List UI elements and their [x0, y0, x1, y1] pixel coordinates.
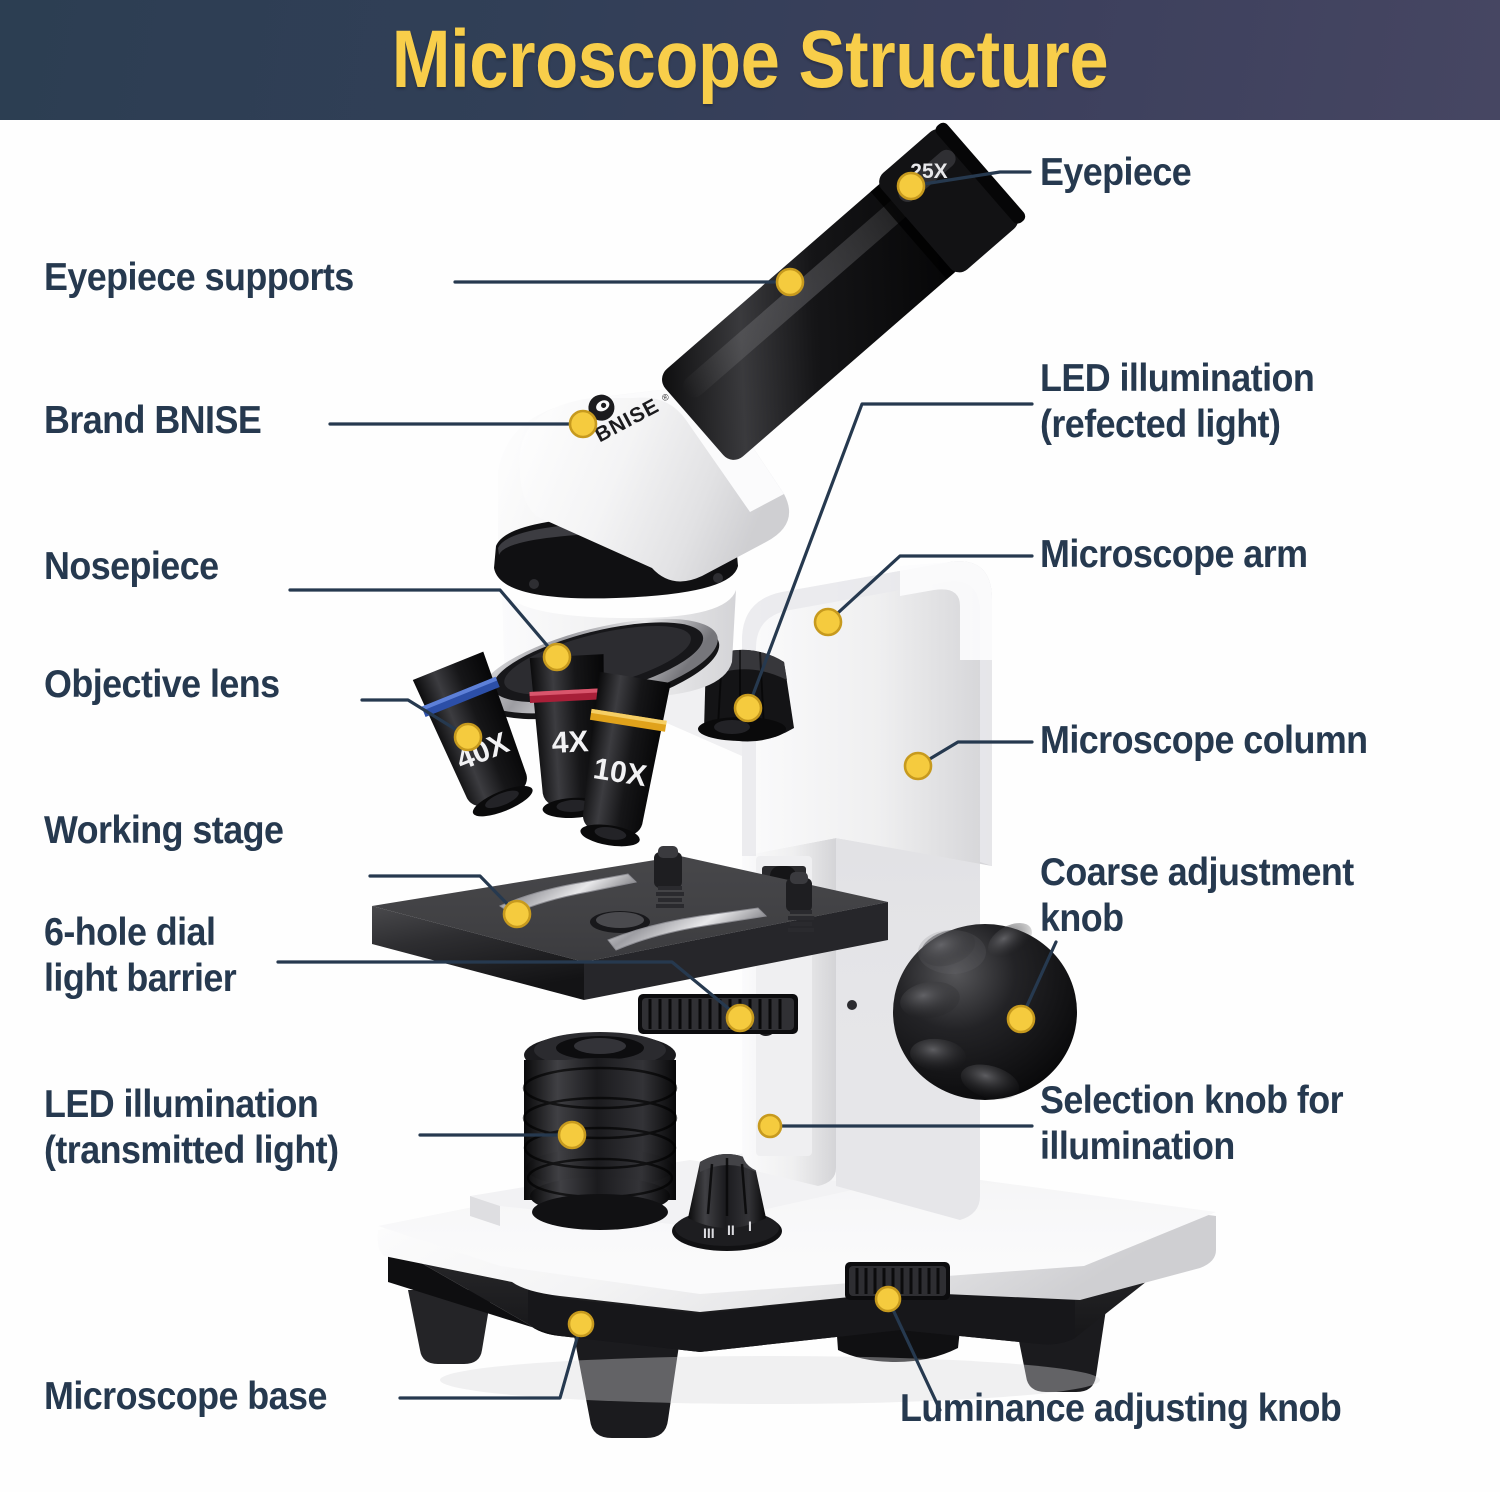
- label-microscope-arm: Microscope arm: [1040, 533, 1308, 576]
- label-led-reflected: LED illumination (refected light): [1040, 357, 1315, 446]
- six-hole-dial-art: [638, 994, 798, 1034]
- luminance-knob-art: [845, 1262, 950, 1300]
- label-eyepiece-supports: Eyepiece supports: [44, 256, 354, 299]
- label-nosepiece: Nosepiece: [44, 545, 219, 588]
- page-title: Microscope Structure: [391, 14, 1109, 105]
- label-eyepiece: Eyepiece: [1040, 151, 1192, 194]
- selection-knob-art: III II I: [672, 1154, 782, 1251]
- label-luminance-knob: Luminance adjusting knob: [900, 1387, 1342, 1430]
- label-brand: Brand BNISE: [44, 399, 262, 442]
- led-transmitted-art: [522, 1032, 678, 1230]
- label-working-stage: Working stage: [44, 809, 284, 852]
- header-banner: Microscope Structure: [0, 0, 1500, 120]
- label-microscope-column: Microscope column: [1040, 719, 1368, 762]
- objective-10x-label: 10X: [591, 752, 649, 793]
- label-six-hole-dial: 6-hole dial light barrier: [44, 911, 237, 1000]
- label-microscope-base: Microscope base: [44, 1375, 327, 1418]
- svg-text:®: ®: [660, 391, 671, 403]
- objective-4x-label: 4X: [551, 725, 589, 760]
- objective-lenses-art: 40X 4X 10X: [412, 651, 671, 847]
- illumination-mark-III: III: [703, 1225, 715, 1241]
- label-coarse-knob: Coarse adjustment knob: [1040, 851, 1354, 940]
- label-led-transmitted: LED illumination (transmitted light): [44, 1083, 339, 1172]
- illumination-mark-II: II: [727, 1222, 735, 1238]
- label-objective-lens: Objective lens: [44, 663, 280, 706]
- eyepiece-magnification-label: 25X: [910, 160, 947, 183]
- eyepiece-tube-art: 25X: [662, 122, 1026, 460]
- label-selection-knob: Selection knob for illumination: [1040, 1079, 1344, 1168]
- working-stage-art: [372, 846, 888, 1000]
- illumination-mark-I: I: [748, 1218, 752, 1234]
